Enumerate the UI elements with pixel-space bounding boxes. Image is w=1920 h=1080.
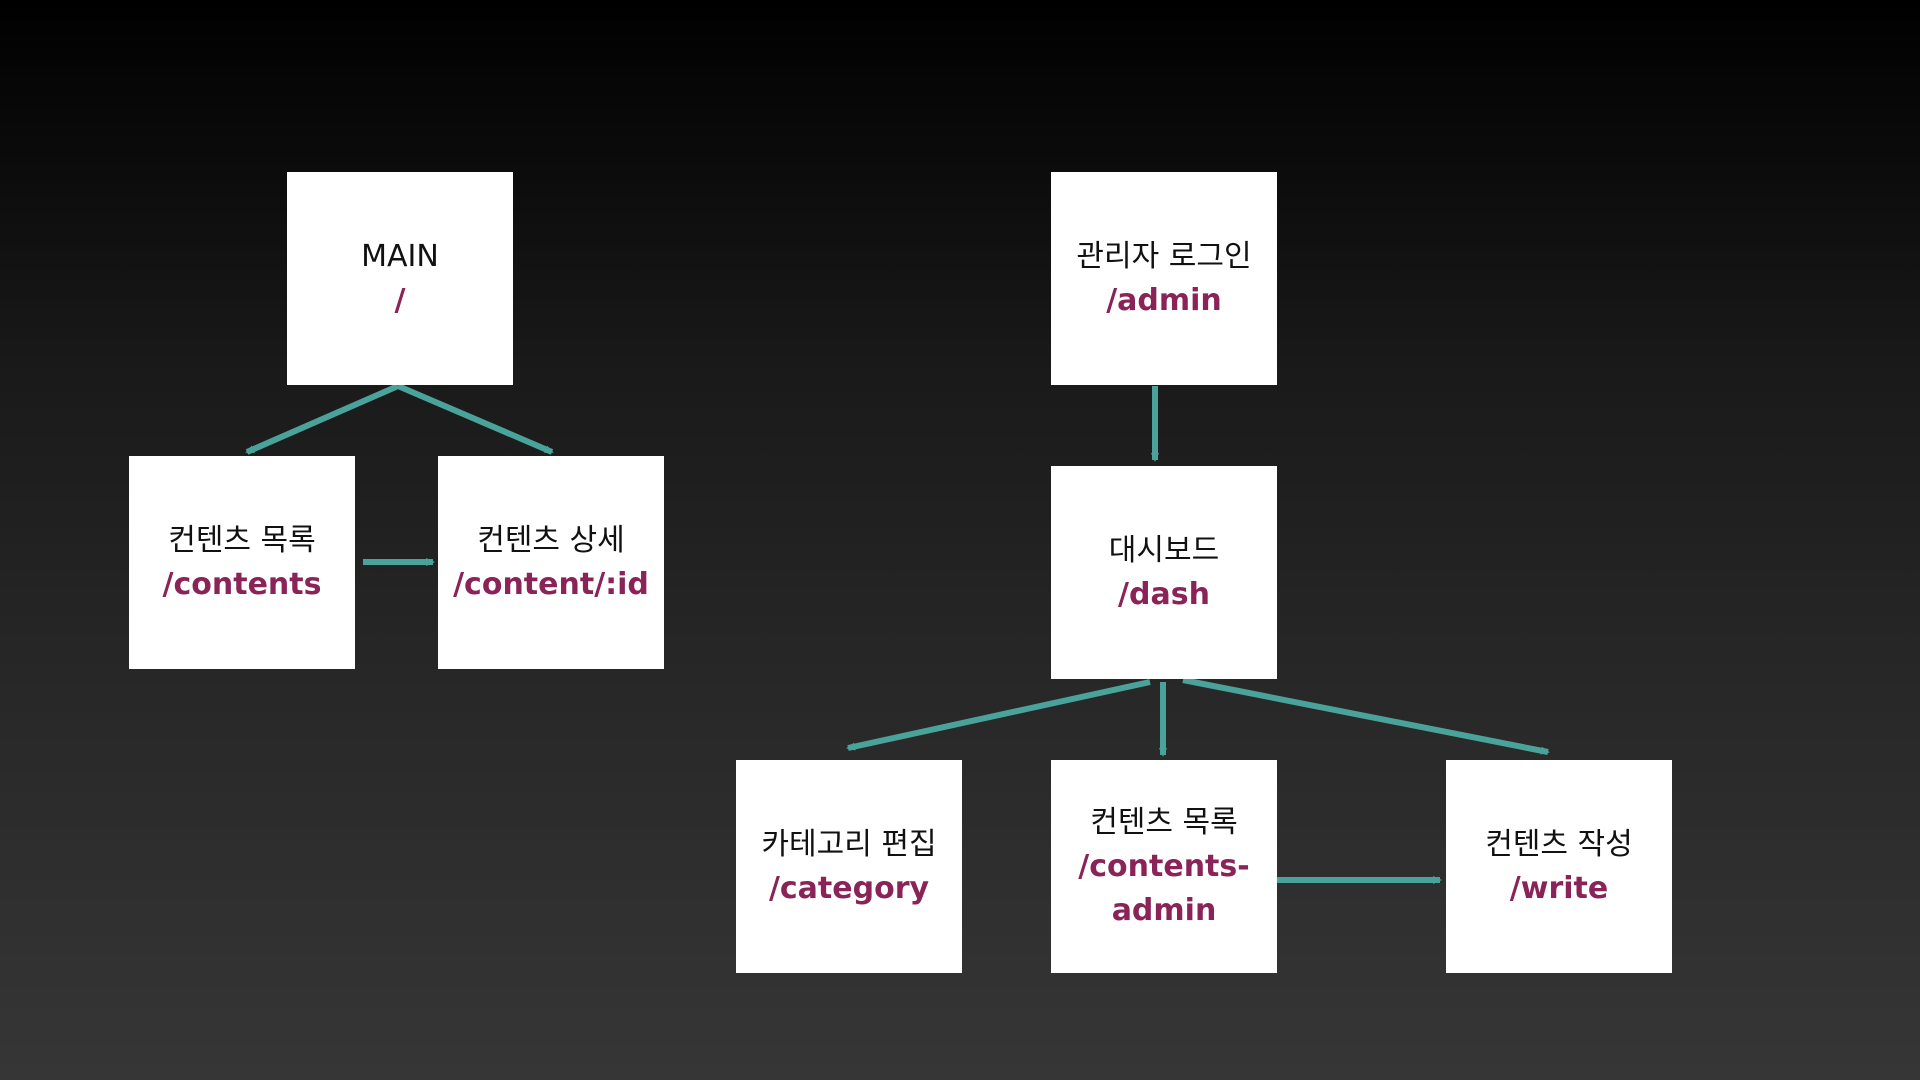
node-title: 대시보드 — [1108, 532, 1220, 568]
node-route: /content/:id — [453, 566, 649, 602]
node-content-detail: 컨텐츠 상세 /content/:id — [438, 456, 664, 669]
node-category: 카테고리 편집 /category — [736, 760, 962, 973]
node-title: 카테고리 편집 — [761, 826, 937, 862]
node-write: 컨텐츠 작성 /write — [1446, 760, 1672, 973]
node-title: 컨텐츠 작성 — [1485, 826, 1633, 862]
node-admin-login: 관리자 로그인 /admin — [1051, 172, 1277, 385]
node-title: 컨텐츠 목록 — [1090, 804, 1238, 840]
node-route: /write — [1509, 870, 1609, 906]
edge-group — [245, 383, 1550, 884]
node-title: 관리자 로그인 — [1076, 238, 1252, 274]
arrow-dashboard-to-write — [1182, 677, 1550, 755]
arrow-main-to-content-detail — [396, 383, 554, 455]
node-route: /contents-admin — [1078, 848, 1250, 928]
node-contents: 컨텐츠 목록 /contents — [129, 456, 355, 669]
node-dashboard: 대시보드 /dash — [1051, 466, 1277, 679]
node-route: / — [394, 282, 406, 318]
node-route: /contents — [162, 566, 322, 602]
node-contents-admin: 컨텐츠 목록 /contents-admin — [1051, 760, 1277, 973]
arrow-dashboard-to-category — [846, 679, 1151, 751]
node-route: /admin — [1106, 282, 1222, 318]
node-title: MAIN — [361, 238, 439, 274]
node-main: MAIN / — [287, 172, 513, 385]
node-title: 컨텐츠 목록 — [168, 522, 316, 558]
node-route: /category — [768, 870, 930, 906]
node-title: 컨텐츠 상세 — [477, 522, 625, 558]
arrow-main-to-contents — [245, 383, 400, 455]
node-route: /dash — [1118, 576, 1210, 612]
